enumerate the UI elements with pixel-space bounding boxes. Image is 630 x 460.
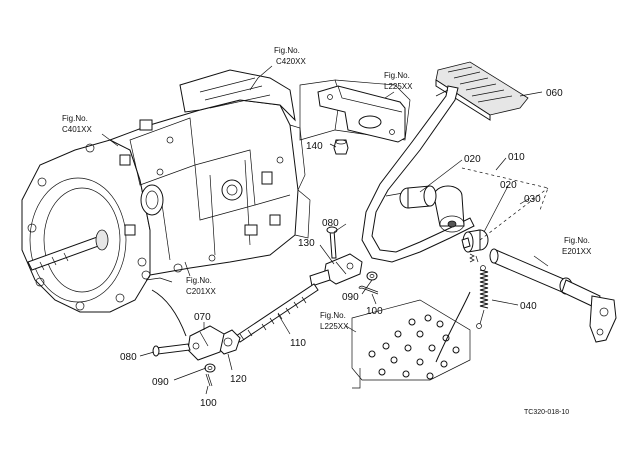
fig-ref-e201-line2: E201XX [562,247,592,256]
washer-090-upper [366,271,378,281]
label-020-upper: 020 [464,154,481,165]
fig-ref-l225-top-line1: Fig.No. [384,71,410,80]
fig-ref-e201-line1: Fig.No. [564,236,590,245]
pin-080-lower [152,343,191,357]
fig-ref-l225-top-line2: L225XX [384,82,413,91]
group-brace-030 [461,167,549,241]
label-020-lower: 020 [500,180,517,191]
washer-090-lower [204,363,216,373]
cross-shaft [489,248,617,343]
spring-040 [469,253,489,329]
cotter-pin-100-upper [358,285,379,295]
label-110: 110 [290,338,306,349]
label-100-lower: 100 [200,398,217,409]
fig-ref-c201-line1: Fig.No. [186,276,212,285]
label-120: 120 [230,374,247,385]
drawing-reference-code: TC320-018-10 [524,409,569,416]
rod-110 [235,283,319,343]
bushing-020-upper [399,185,437,209]
pin-080-upper [326,226,338,259]
label-090-upper: 090 [342,292,359,303]
clevis-070 [187,325,225,361]
label-010: 010 [508,152,525,163]
floor-plate [351,299,471,389]
part-number-labels: 060 140 020 010 020 030 080 130 090 100 … [120,88,563,409]
label-060: 060 [546,88,563,99]
label-130: 130 [298,238,315,249]
fig-ref-c401-line2: C401XX [62,125,92,134]
fig-ref-c420-line1: Fig.No. [274,46,300,55]
figure-reference-labels: Fig.No. C420XX Fig.No. L225XX Fig.No. C4… [62,46,592,331]
fig-ref-l225-bottom-line2: L225XX [320,322,349,331]
label-030: 030 [524,194,541,205]
label-080-upper: 080 [322,218,339,229]
plate-bolt-holes [368,314,460,380]
cotter-pin-100-lower [205,373,213,387]
label-080-lower: 080 [120,352,137,363]
label-090-lower: 090 [152,377,169,388]
label-140: 140 [306,141,323,152]
label-070: 070 [194,312,211,323]
fig-ref-c401-line1: Fig.No. [62,114,88,123]
label-100-upper: 100 [366,306,383,317]
pin-030 [461,237,471,249]
pedal-bracket [317,85,406,143]
fig-ref-c420-line2: C420XX [276,57,306,66]
label-040: 040 [520,301,537,312]
nut-140 [333,139,349,155]
leader-lines [101,65,549,395]
fig-ref-l225-bottom-line1: Fig.No. [320,311,346,320]
fig-ref-c201-line2: C201XX [186,287,216,296]
clevis-130 [309,253,363,287]
transmission-housing [21,69,311,313]
